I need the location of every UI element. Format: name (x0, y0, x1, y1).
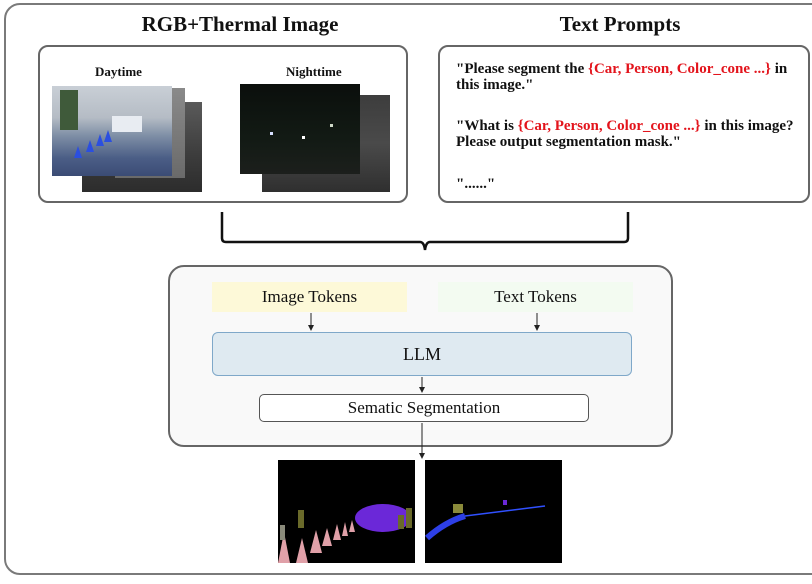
nighttime-rgb-image (240, 84, 360, 174)
prompt-2-text: "What is (456, 118, 518, 134)
merge-bracket (220, 212, 630, 251)
text-tokens-box: Text Tokens (438, 282, 633, 312)
daytime-rgb-image (52, 86, 172, 176)
light-dot (330, 124, 333, 127)
text-prompts-heading: Text Prompts (559, 12, 681, 36)
cone-shape (86, 140, 94, 152)
prompt-1: "Please segment the {Car, Person, Color_… (456, 61, 801, 93)
cone-shape (104, 130, 112, 142)
prompt-1-classes: {Car, Person, Color_cone ...} (588, 61, 771, 77)
daytime-label: Daytime (95, 64, 142, 79)
tree-shape (60, 90, 78, 130)
outer-frame (4, 3, 812, 575)
prompt-1-text-end: in this image." (456, 61, 788, 93)
prompt-2: "What is {Car, Person, Color_cone ...} i… (456, 118, 801, 150)
text-prompts-panel (438, 45, 810, 203)
prompt-1-text: "Please segment the (456, 61, 589, 77)
image-tokens-box: Image Tokens (212, 282, 407, 312)
light-dot (302, 136, 305, 139)
prompt-2-text-end: in this image? Please output segmentatio… (456, 118, 794, 150)
prompt-2-classes: {Car, Person, Color_cone ...} (517, 118, 701, 134)
daytime-segmentation-mask (278, 460, 415, 563)
van-shape (112, 116, 142, 132)
nighttime-label: Nighttime (286, 64, 342, 79)
prompt-ellipsis: "......" (456, 176, 496, 192)
rgb-thermal-heading: RGB+Thermal Image (141, 12, 339, 36)
llm-box: LLM (212, 332, 632, 376)
segmentation-box: Sematic Segmentation (259, 394, 589, 422)
cone-shape (96, 134, 104, 146)
light-dot (270, 132, 273, 135)
cone-shape (74, 146, 82, 158)
nighttime-segmentation-mask (425, 460, 562, 563)
